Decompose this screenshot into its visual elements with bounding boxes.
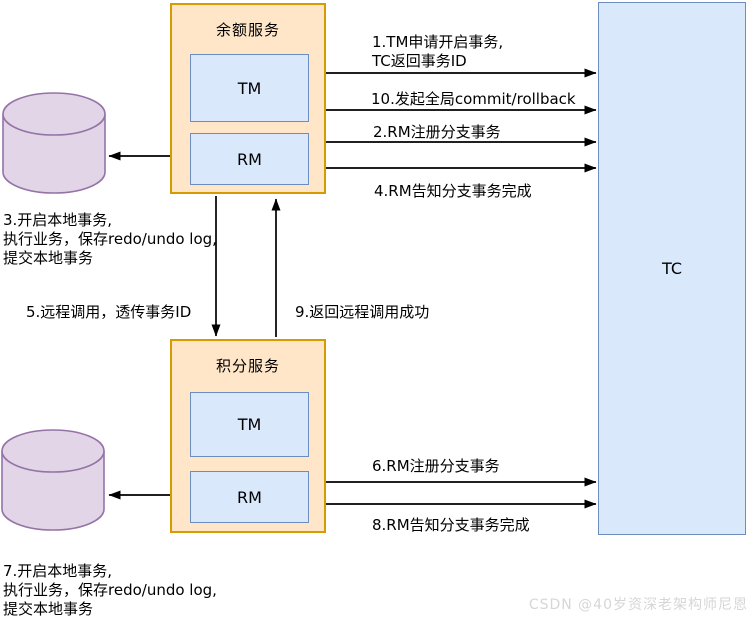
service-box-points: 积分服务 TM RM: [170, 339, 326, 533]
label-msg2: 2.RM注册分支事务: [373, 123, 501, 141]
tc-label: TC: [661, 259, 682, 278]
label-msg4: 4.RM告知分支事务完成: [374, 182, 532, 200]
service-title-balance: 余额服务: [215, 21, 280, 39]
rm-label-balance: RM: [237, 149, 262, 169]
rm-node-points: RM: [190, 471, 309, 523]
tm-node-balance: TM: [190, 54, 309, 122]
label-local-tx-1-line3: 提交本地事务: [3, 249, 94, 267]
label-msg9: 9.返回远程调用成功: [295, 303, 430, 321]
label-local-tx-2: 7.开启本地事务, 执行业务，保存redo/undo log, 提交本地事务: [3, 562, 217, 617]
label-msg1: 1.TM申请开启事务, TC返回事务ID: [372, 33, 503, 71]
label-msg8: 8.RM告知分支事务完成: [372, 516, 530, 534]
database-cylinder-points: [1, 429, 105, 531]
label-local-tx-1-line1: 3.开启本地事务,: [3, 211, 113, 229]
label-local-tx-2-line1: 7.开启本地事务,: [3, 562, 113, 580]
watermark: CSDN @40岁资深老架构师尼恩: [528, 597, 748, 613]
label-local-tx-2-line3: 提交本地事务: [3, 600, 94, 617]
service-title-points: 积分服务: [215, 357, 280, 375]
service-box-balance: 余额服务 TM RM: [170, 3, 326, 194]
tc-box: TC: [598, 2, 746, 535]
label-msg1-line1: 1.TM申请开启事务,: [372, 33, 504, 51]
label-local-tx-2-line2: 执行业务，保存redo/undo log,: [3, 581, 217, 599]
label-msg6: 6.RM注册分支事务: [372, 457, 500, 475]
label-msg5: 5.远程调用，透传事务ID: [26, 303, 192, 321]
label-msg1-line2: TC返回事务ID: [372, 52, 467, 70]
rm-label-points: RM: [237, 487, 262, 507]
rm-node-balance: RM: [190, 133, 309, 185]
label-local-tx-1-line2: 执行业务，保存redo/undo log,: [3, 230, 217, 248]
database-cylinder-balance: [2, 92, 106, 194]
label-msg10: 10.发起全局commit/rollback: [371, 90, 576, 108]
tm-label-balance: TM: [237, 78, 262, 98]
label-local-tx-1: 3.开启本地事务, 执行业务，保存redo/undo log, 提交本地事务: [3, 211, 217, 268]
tm-label-points: TM: [237, 415, 262, 434]
tm-node-points: TM: [190, 392, 309, 457]
